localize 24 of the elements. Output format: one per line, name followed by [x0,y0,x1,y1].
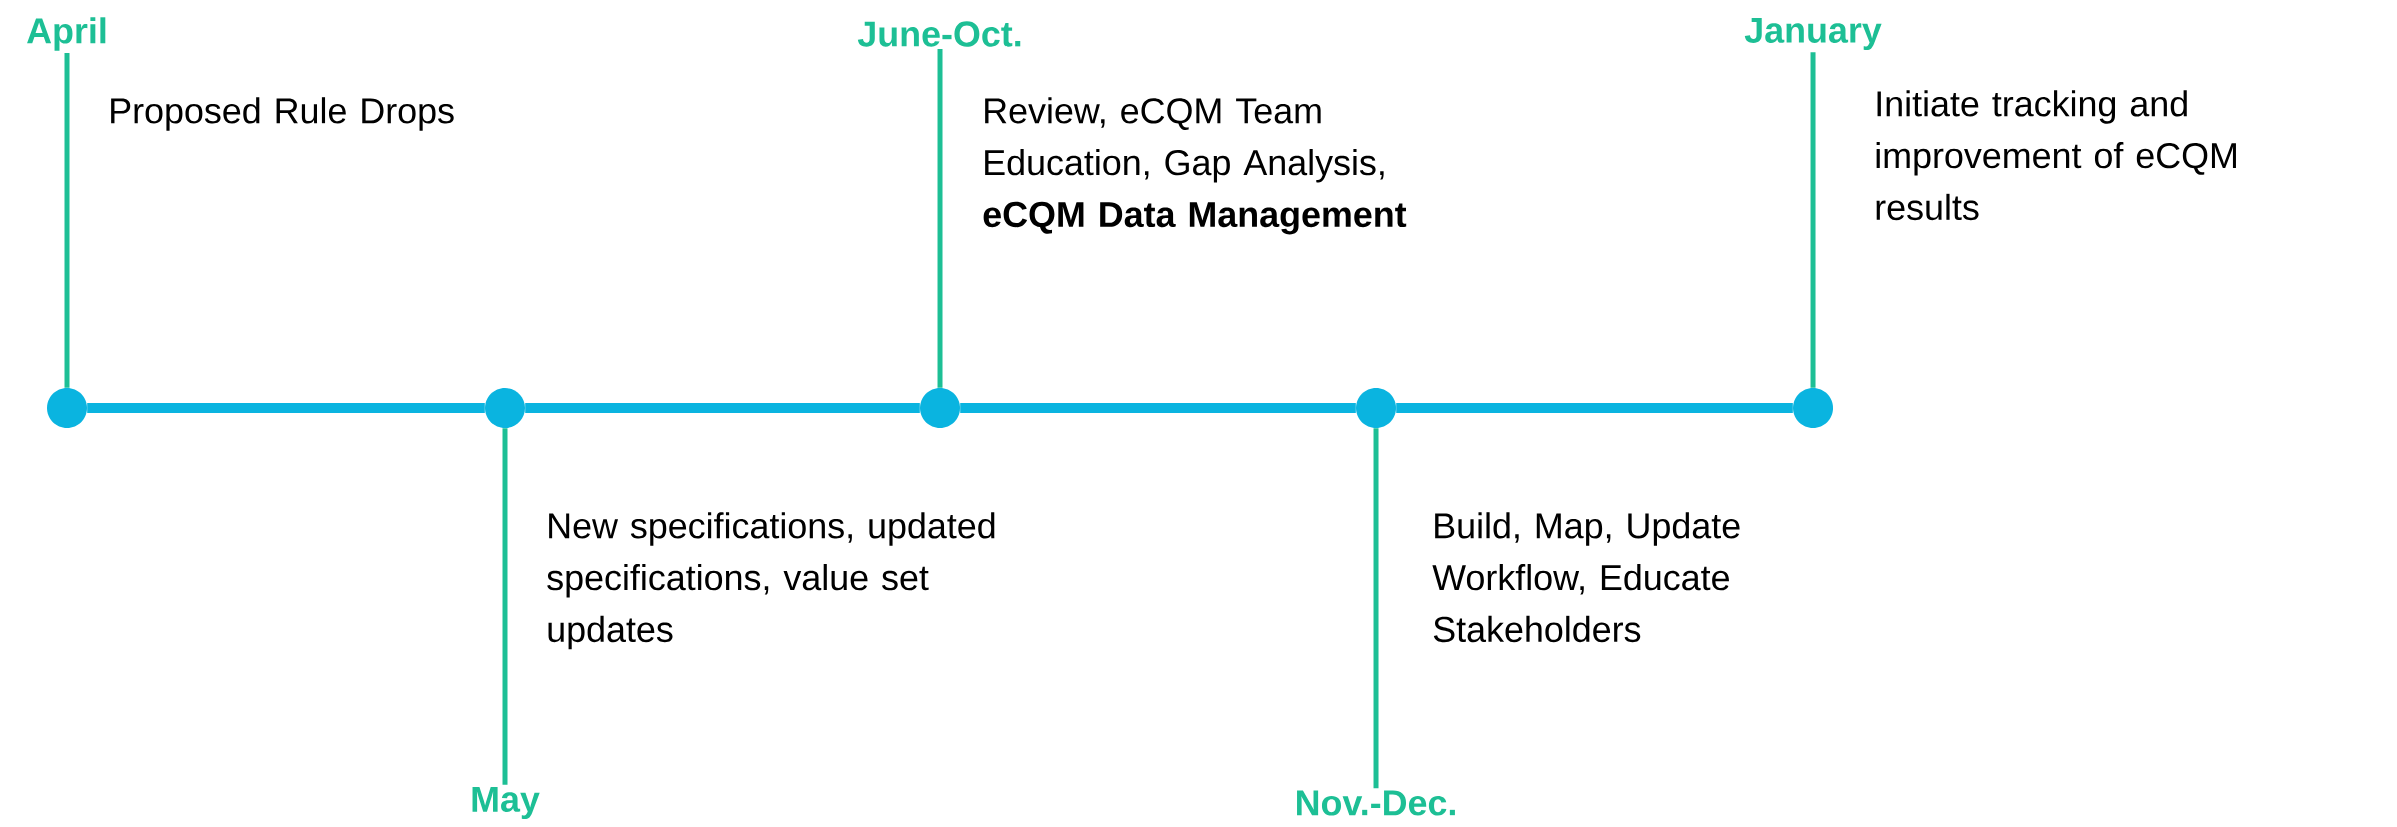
timeline-axis [87,403,485,413]
description-text: Initiate tracking and improvement of eCQM results [1876,90,2236,221]
timeline-dot [485,388,525,428]
stem-line [64,52,70,388]
stem-line [1810,52,1816,388]
timeline-axis [525,403,920,413]
month-label: Nov.-Dec. [1297,790,1455,816]
timeline-axis [960,403,1356,413]
timeline-dot [1356,388,1396,428]
timeline-dot [47,388,87,428]
stem-line [1373,428,1379,789]
stem-line [937,48,943,388]
month-label: January [1744,17,1882,51]
stem-line [502,428,508,785]
description-text: Build, Map, Update Workflow, Educate Stakeholders [1432,512,1740,643]
description-text: Review, eCQM Team Education, Gap Analysis, eCQM Data Management [983,97,1407,235]
month-label: April [27,17,106,51]
month-label: June-Oct. [857,21,1021,47]
description-text: New specifications, updated specifications, value set updates [547,512,995,650]
timeline-dot [1793,388,1834,428]
timeline-dot [920,388,960,428]
timeline-axis [1396,403,1793,413]
month-label: May [472,786,540,820]
description-text: Proposed Rule Drops [111,97,454,131]
